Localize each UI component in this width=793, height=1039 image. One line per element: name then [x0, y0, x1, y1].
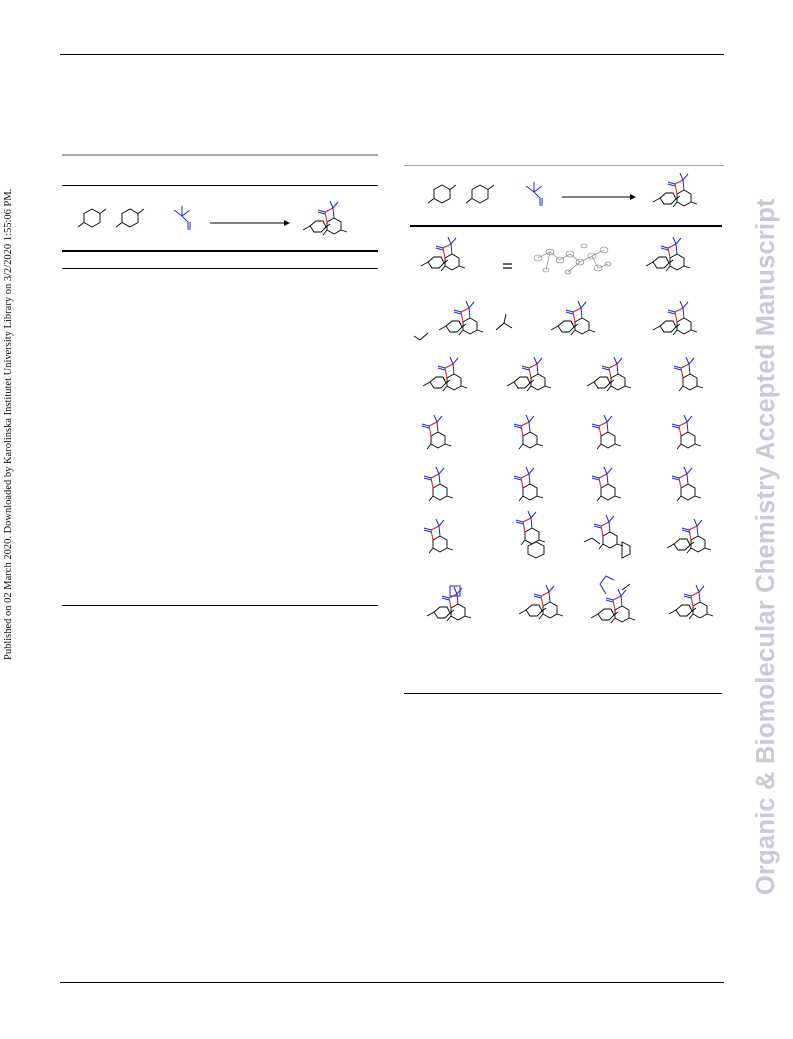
- right-reactant-1: [427, 184, 457, 204]
- right-table-rule: [410, 225, 722, 227]
- right-table-top-grey-rule: [404, 165, 724, 166]
- substrate-r6c2: [515, 510, 546, 559]
- left-scheme-reactants: [77, 208, 145, 228]
- substrate-r5c2: [513, 466, 544, 502]
- substrate-r2c1: [413, 301, 513, 341]
- substrate-r3c1: [423, 357, 467, 391]
- right-table-alkene: [525, 181, 543, 207]
- substrate-r3c2: [507, 357, 551, 391]
- right-table-product: [640, 166, 720, 216]
- substrate-grid: [413, 228, 724, 668]
- substrate-r4c4: [671, 414, 702, 450]
- substrate-r4c3: [591, 414, 622, 450]
- left-scheme-rule-3: [62, 268, 378, 269]
- left-reactant-1: [77, 208, 107, 228]
- substrate-r2c3: [653, 301, 697, 335]
- substrate-r6c4: [667, 519, 711, 553]
- publication-note: Published on 02 March 2020. Downloaded b…: [3, 160, 19, 660]
- right-reactant-2: [465, 184, 495, 204]
- header-rule: [60, 54, 724, 55]
- substrate-r2c2: [551, 301, 595, 335]
- left-reactant-2: [115, 208, 145, 228]
- left-scheme-alkene: [173, 205, 191, 231]
- substrate-r7c2: [519, 585, 563, 619]
- x-ray-structure: [533, 243, 612, 275]
- right-table-bottom-rule: [404, 693, 722, 694]
- substrate-r7c1: [427, 585, 471, 621]
- right-table-reactants: [427, 184, 495, 204]
- footer-rule: [60, 982, 724, 983]
- publication-note-text: Published on 02 March 2020. Downloaded b…: [3, 188, 14, 660]
- left-scheme-arrow: [210, 220, 290, 226]
- substrate-r3c3: [587, 357, 631, 391]
- substrate-r7c4: [669, 585, 713, 619]
- substrate-r3c4: [673, 356, 704, 392]
- substrate-r5c3: [591, 466, 622, 502]
- substrate-r5c1: [423, 466, 454, 502]
- substrate-r6c3: [583, 514, 631, 559]
- substrate-r7c3: [591, 575, 635, 623]
- substrate-r1c3: [646, 237, 690, 271]
- journal-watermark: Organic & Biomolecular Chemistry Accepte…: [752, 140, 792, 900]
- left-scheme-top-grey-rule: [62, 154, 378, 156]
- left-scheme-bottom-rule: [62, 605, 378, 606]
- substrate-r6c1: [423, 518, 454, 554]
- substrate-r4c1: [421, 414, 452, 450]
- left-scheme-product: [290, 196, 370, 244]
- equals-sign: [503, 263, 512, 269]
- right-table-arrow: [562, 194, 636, 200]
- substrate-r1c1: [421, 237, 465, 271]
- left-scheme-rule-1: [62, 185, 378, 186]
- substrate-r5c4: [671, 466, 702, 502]
- substrate-r4c2: [513, 414, 544, 450]
- journal-watermark-text: Organic & Biomolecular Chemistry Accepte…: [752, 198, 780, 895]
- left-scheme-rule-2: [62, 250, 378, 252]
